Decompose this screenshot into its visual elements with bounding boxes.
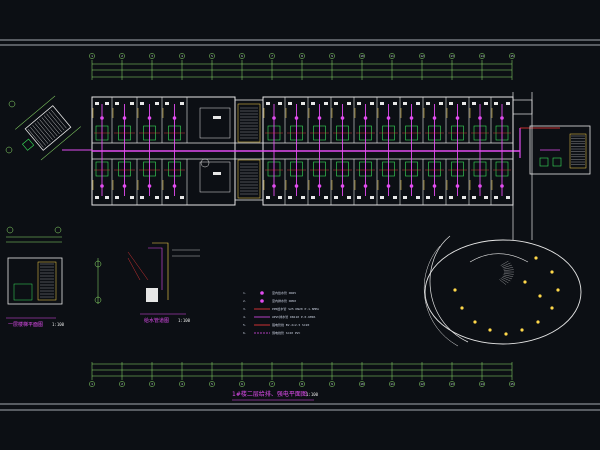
oval-hall xyxy=(423,235,582,347)
link-corridor xyxy=(512,92,533,240)
legend-row-text: PPR给水管 S25 DN20 P.1.6MPA xyxy=(272,306,319,311)
grid-label: 8 xyxy=(301,382,303,386)
grid-label: 6 xyxy=(241,382,243,386)
grid-bubble xyxy=(149,381,155,387)
grid-bubble xyxy=(389,53,395,59)
legend-row-number: 1. xyxy=(243,291,247,295)
grid-label: 2 xyxy=(121,54,123,58)
grid-bubble xyxy=(329,381,335,387)
grid-label: 10 xyxy=(360,382,364,386)
grid-label: 1 xyxy=(91,54,93,58)
legend-row-text: 强电管线 BV-2×2.5 SC20 xyxy=(272,322,309,327)
legend-row-number: 3. xyxy=(243,307,247,311)
legend-row-text: 室内排水管 DN50 xyxy=(272,298,296,303)
main-title-block: 1#楼二层给排、强电平面图 1:100 xyxy=(232,390,319,401)
grid-bubble xyxy=(419,381,425,387)
main-title: 1#楼二层给排、强电平面图 xyxy=(232,390,307,398)
legend-row-number: 6. xyxy=(243,331,247,335)
grid-label: 8 xyxy=(301,54,303,58)
grid-label: 14 xyxy=(480,54,484,58)
stair-plan-detail: 一层楼梯平面图 1:100 xyxy=(6,226,102,328)
grid-label: 2 xyxy=(121,382,123,386)
grid-bubble xyxy=(239,53,245,59)
legend: 1. 室内给水管 DN25 2. 室内排水管 DN50 3. PPR给水管 S25 DN2… xyxy=(243,290,319,335)
grid-label: 9 xyxy=(331,382,333,386)
left-stair-block xyxy=(15,95,81,161)
stair-plan-title: 一层楼梯平面图 xyxy=(8,321,43,328)
grid-label: 11 xyxy=(390,54,394,58)
grid-bubble xyxy=(509,53,515,59)
grid-label: 4 xyxy=(181,382,183,386)
grid-label: 3 xyxy=(151,54,153,58)
grid-label: 13 xyxy=(450,54,454,58)
grid-label: 15 xyxy=(510,54,514,58)
grid-bubble xyxy=(449,53,455,59)
grid-bubble xyxy=(329,53,335,59)
main-floor-plan xyxy=(91,96,560,206)
grid-bubble xyxy=(269,381,275,387)
grid-label: 3 xyxy=(151,382,153,386)
stair-plan-scale: 1:100 xyxy=(52,322,65,327)
legend-symbol xyxy=(260,299,264,303)
grid-bubble xyxy=(179,53,185,59)
grid-bubble xyxy=(509,381,515,387)
legend-row-number: 4. xyxy=(243,315,247,319)
legend-row-number: 2. xyxy=(243,299,247,303)
legend-row-text: UPVC排水管 DN110 P.0.6MPA xyxy=(272,314,316,319)
grid-label: 12 xyxy=(420,54,424,58)
grid-bubble xyxy=(359,381,365,387)
grid-label: 5 xyxy=(211,54,213,58)
grid-bubble xyxy=(209,53,215,59)
grid-label: 13 xyxy=(450,382,454,386)
pipe-detail: 给水管道图 1:100 xyxy=(127,242,200,324)
pipe-detail-scale: 1:100 xyxy=(178,318,191,323)
grid-label: 4 xyxy=(181,54,183,58)
grid-bubble xyxy=(119,381,125,387)
grid-bubble-left xyxy=(8,100,16,108)
legend-symbol xyxy=(260,291,264,295)
grid-bubble xyxy=(239,381,245,387)
grid-label: 12 xyxy=(420,382,424,386)
grid-label: 10 xyxy=(360,54,364,58)
grid-label: 14 xyxy=(480,382,484,386)
grid-bubble xyxy=(479,53,485,59)
grid-label: 6 xyxy=(241,54,243,58)
grid-bubble xyxy=(359,53,365,59)
grid-label: 5 xyxy=(211,382,213,386)
grid-bubble xyxy=(209,381,215,387)
grid-label: 1 xyxy=(91,382,93,386)
grid-bubble xyxy=(179,381,185,387)
grid-bubble xyxy=(419,53,425,59)
legend-row-number: 5. xyxy=(243,323,247,327)
legend-row-text: 室内给水管 DN25 xyxy=(272,290,296,295)
grid-label: 11 xyxy=(390,382,394,386)
main-scale: 1:100 xyxy=(306,392,319,397)
grid-bubble xyxy=(89,381,95,387)
grid-bubble xyxy=(299,381,305,387)
legend-row-text: 弱电线管 SC20 PVC xyxy=(272,330,300,335)
grid-bubble xyxy=(299,53,305,59)
drawing-frame xyxy=(0,39,600,411)
grid-label: 15 xyxy=(510,382,514,386)
grid-bubble xyxy=(269,53,275,59)
pipe-detail-title: 给水管道图 xyxy=(144,317,169,324)
grid-label: 9 xyxy=(331,54,333,58)
grid-label: 7 xyxy=(271,382,273,386)
grid-bubble xyxy=(149,53,155,59)
grid-label: 7 xyxy=(271,54,273,58)
right-stair-block xyxy=(529,125,591,175)
grid-bubble xyxy=(119,53,125,59)
grid-bubble xyxy=(479,381,485,387)
grid-bubble xyxy=(389,381,395,387)
grid-bubble xyxy=(449,381,455,387)
grid-bubble xyxy=(89,53,95,59)
